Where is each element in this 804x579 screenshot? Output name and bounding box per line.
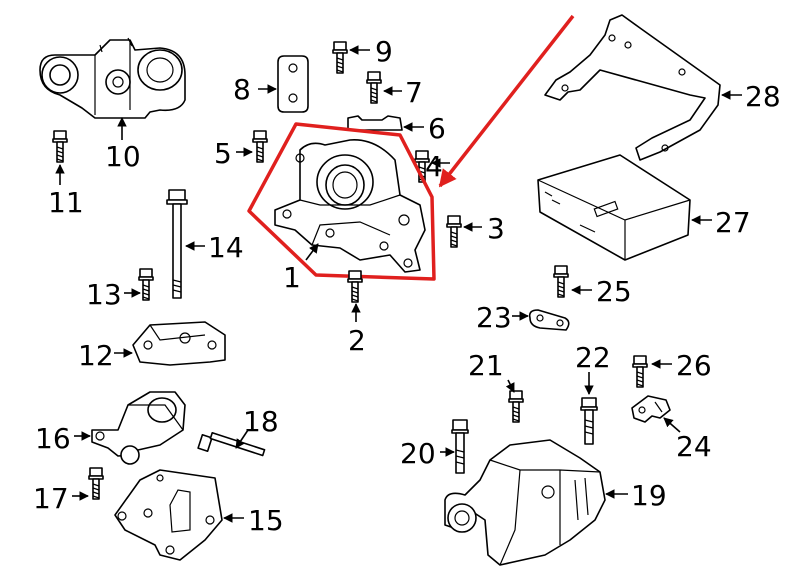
callout-18: 18 bbox=[243, 405, 279, 438]
callout-28: 28 bbox=[745, 80, 781, 113]
callout-22: 22 bbox=[575, 341, 611, 374]
callout-27: 27 bbox=[715, 206, 751, 239]
callout-8: 8 bbox=[233, 73, 251, 106]
part-28-bracket bbox=[544, 14, 721, 161]
part-14-long-bolt bbox=[166, 189, 188, 299]
callout-19: 19 bbox=[631, 479, 667, 512]
part-19-trans-mount bbox=[444, 439, 606, 566]
callout-3: 3 bbox=[487, 212, 505, 245]
callout-16: 16 bbox=[35, 422, 71, 455]
callout-25: 25 bbox=[596, 275, 632, 308]
callout-13: 13 bbox=[86, 278, 122, 311]
part-12-bracket bbox=[132, 321, 226, 366]
part-23-link bbox=[528, 309, 570, 331]
part-11-bolt bbox=[52, 130, 68, 163]
part-8-plate bbox=[277, 55, 309, 113]
callout-5: 5 bbox=[214, 137, 232, 170]
part-9-bolt bbox=[332, 41, 348, 74]
part-15-bracket bbox=[114, 469, 223, 561]
callout-15: 15 bbox=[248, 504, 284, 537]
callout-10: 10 bbox=[105, 140, 141, 173]
callout-12: 12 bbox=[78, 339, 114, 372]
callout-6: 6 bbox=[428, 112, 446, 145]
part-22-bolt bbox=[580, 397, 598, 445]
callout-14: 14 bbox=[208, 231, 244, 264]
part-10-actuator bbox=[39, 37, 186, 119]
callout-9: 9 bbox=[375, 35, 393, 68]
part-24-clip bbox=[631, 395, 671, 423]
callout-26: 26 bbox=[676, 349, 712, 382]
callout-2: 2 bbox=[348, 324, 366, 357]
part-1-engine-mount bbox=[274, 139, 426, 273]
part-5-bolt bbox=[252, 130, 268, 163]
part-13-bolt bbox=[138, 268, 154, 301]
callout-20: 20 bbox=[400, 437, 436, 470]
callout-11: 11 bbox=[48, 186, 84, 219]
callout-24: 24 bbox=[676, 430, 712, 463]
callout-21: 21 bbox=[468, 349, 504, 382]
part-3-bolt bbox=[446, 215, 462, 248]
part-6-bracket bbox=[347, 115, 403, 131]
part-20-bolt bbox=[451, 419, 469, 474]
part-2-bolt bbox=[347, 270, 363, 303]
callout-17: 17 bbox=[33, 482, 69, 515]
callout-1: 1 bbox=[283, 261, 301, 294]
part-7-bolt bbox=[366, 71, 382, 104]
highlight-arrow bbox=[438, 14, 575, 188]
part-16-mount bbox=[91, 391, 186, 465]
callout-7: 7 bbox=[405, 76, 423, 109]
part-27-module bbox=[537, 154, 691, 261]
highlight-outline bbox=[247, 122, 436, 281]
part-25-bolt bbox=[553, 265, 569, 298]
part-21-bolt bbox=[508, 390, 524, 423]
part-17-bolt bbox=[88, 467, 104, 500]
callout-23: 23 bbox=[476, 301, 512, 334]
callout-4: 4 bbox=[425, 150, 443, 183]
part-26-bolt bbox=[632, 355, 648, 388]
